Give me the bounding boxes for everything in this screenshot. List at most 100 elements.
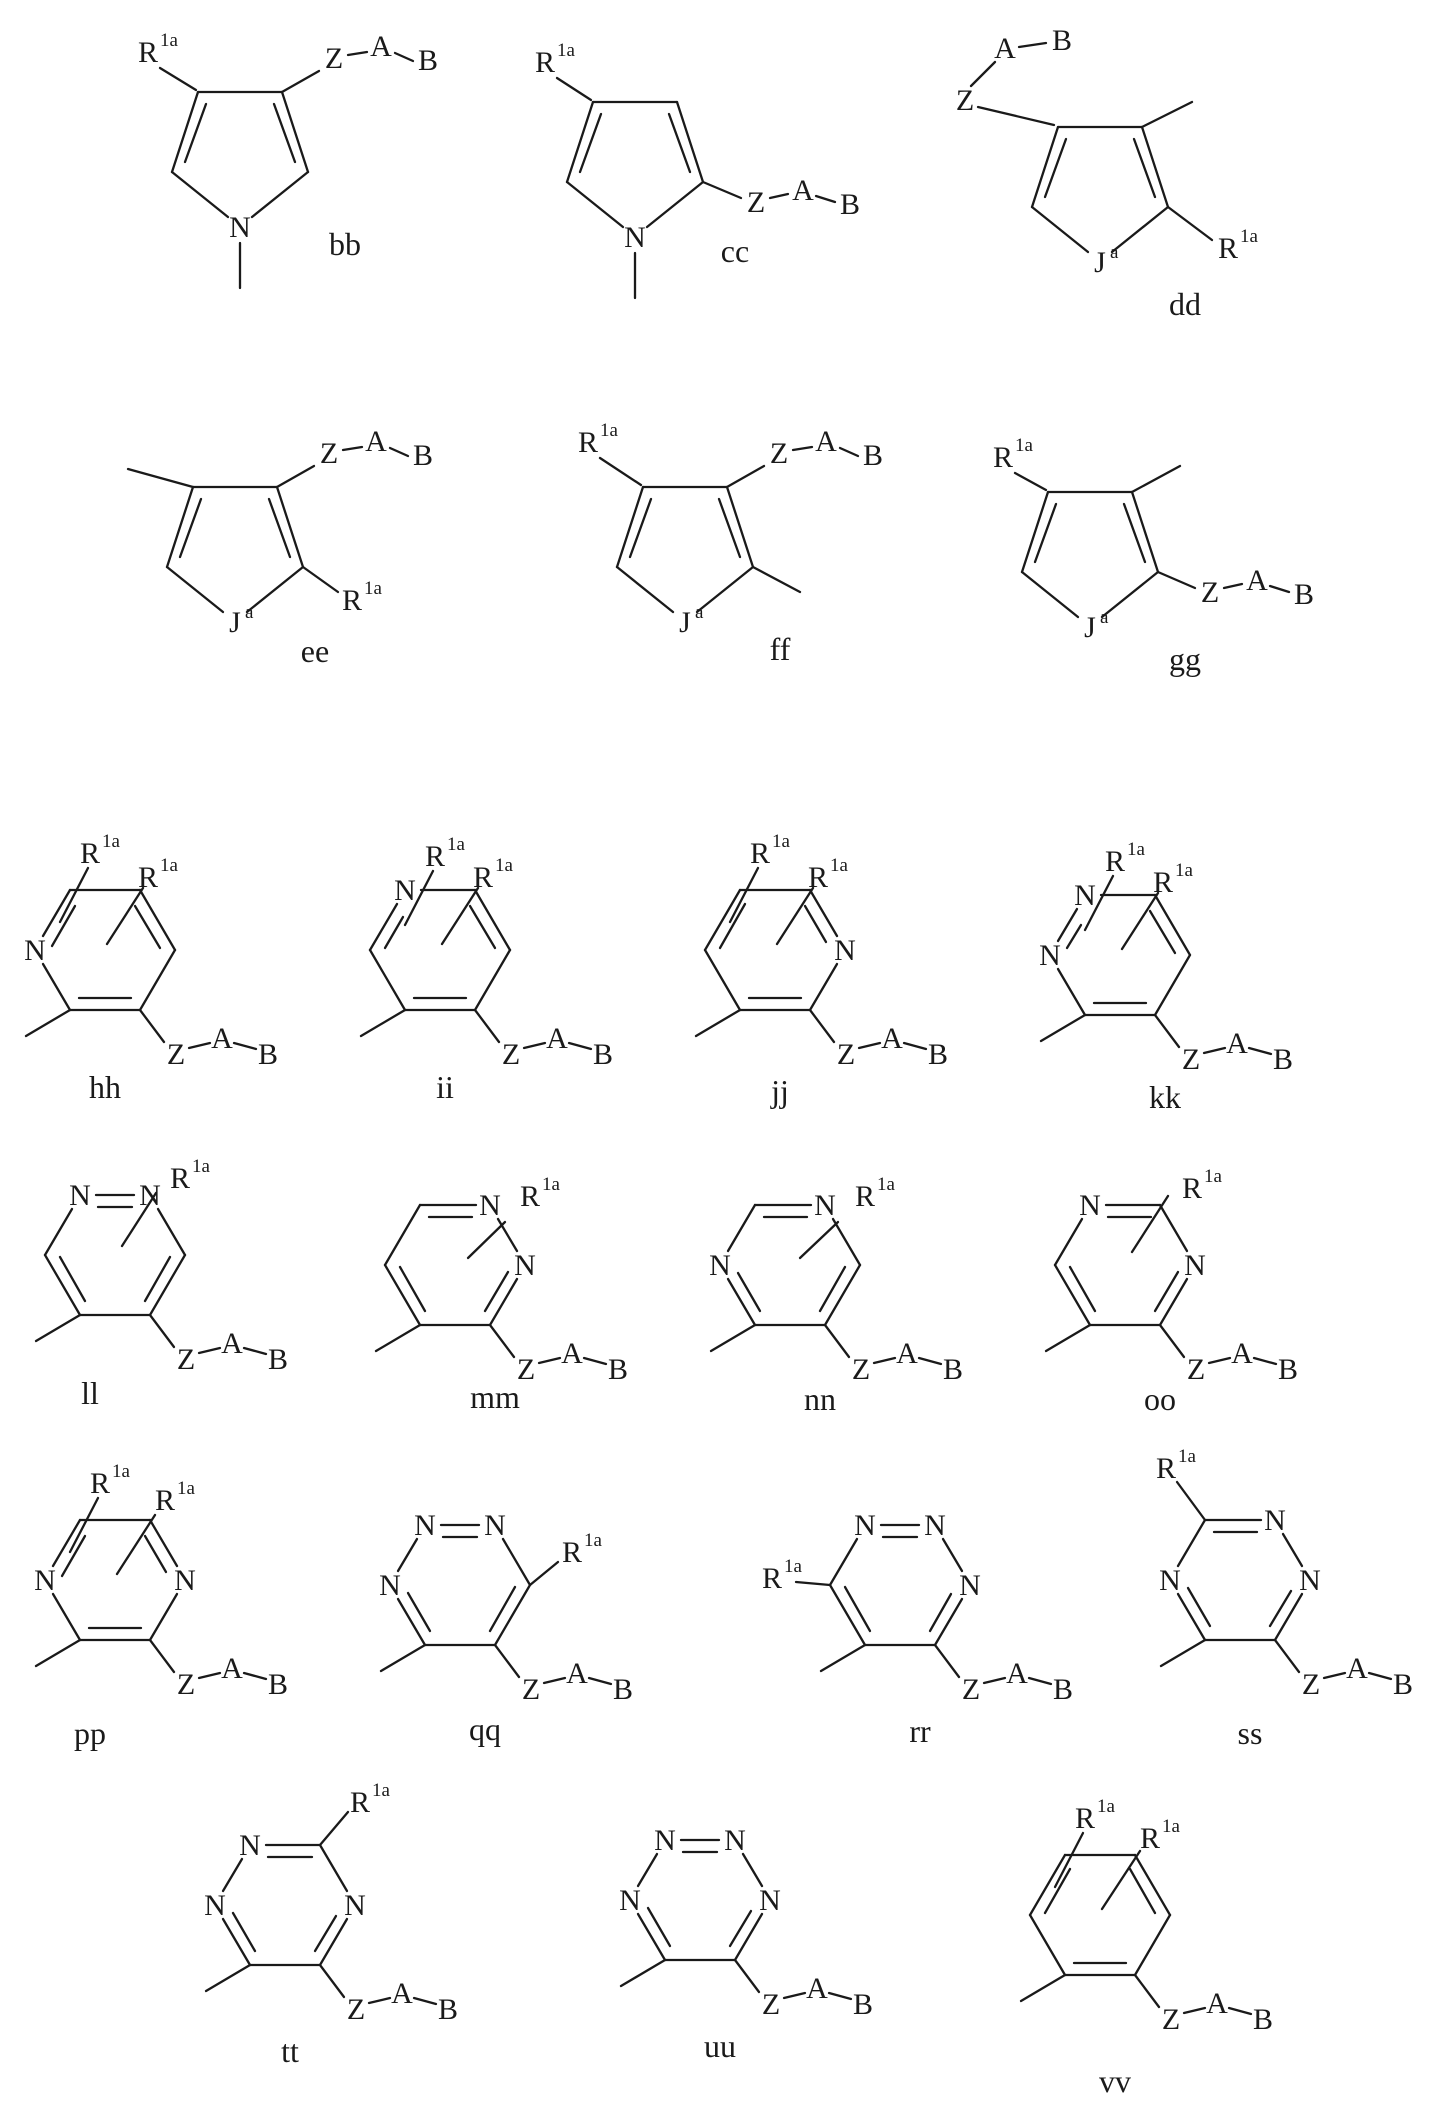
- atom-n: N: [239, 1829, 261, 1862]
- linker-a: A: [546, 1022, 568, 1055]
- atom-n: N: [624, 221, 646, 254]
- structure-mm: N N R 1a Z A B mm: [374, 1174, 628, 1415]
- superscript-1a: 1a: [772, 831, 791, 852]
- substituent-r1a: R: [425, 840, 445, 873]
- superscript-1a: 1a: [557, 40, 576, 61]
- structure-label-kk: kk: [1149, 1079, 1181, 1115]
- atom-n: N: [854, 1509, 876, 1542]
- atom-n: N: [229, 211, 251, 244]
- superscript-a: a: [1110, 242, 1119, 263]
- linker-a: A: [994, 32, 1016, 65]
- ring-and-bonds: [1039, 874, 1273, 1056]
- ring-and-bonds: [204, 1810, 438, 2006]
- superscript-1a: 1a: [830, 855, 849, 876]
- linker-z: Z: [1302, 1668, 1320, 1701]
- substituent-r1a: R: [520, 1180, 540, 1213]
- ring-and-bonds: [555, 76, 837, 300]
- linker-a: A: [806, 1972, 828, 2005]
- substituent-r1a: R: [155, 1484, 175, 1517]
- ring-and-bonds: [359, 869, 593, 1051]
- structure-label-oo: oo: [1144, 1381, 1176, 1417]
- substituent-r1a: R: [342, 584, 362, 617]
- superscript-1a: 1a: [1204, 1166, 1223, 1187]
- structure-cc: N R 1a Z A B cc: [535, 40, 860, 300]
- linker-z: Z: [770, 437, 788, 470]
- ring-and-bonds: [794, 1523, 1053, 1686]
- superscript-1a: 1a: [102, 831, 121, 852]
- atom-n: N: [959, 1569, 981, 1602]
- substituent-r1a: R: [855, 1180, 875, 1213]
- linker-z: Z: [1182, 1043, 1200, 1076]
- superscript-1a: 1a: [372, 1780, 391, 1801]
- atom-n: N: [724, 1824, 746, 1857]
- linker-z: Z: [1162, 2003, 1180, 2036]
- atom-n: N: [484, 1509, 506, 1542]
- superscript-1a: 1a: [1015, 435, 1034, 456]
- linker-b: B: [268, 1668, 288, 1701]
- superscript-1a: 1a: [1175, 860, 1194, 881]
- atom-n: N: [514, 1249, 536, 1282]
- linker-z: Z: [517, 1353, 535, 1386]
- linker-b: B: [1052, 24, 1072, 57]
- linker-a: A: [561, 1337, 583, 1370]
- ring-and-bonds: [1159, 1480, 1393, 1681]
- linker-z: Z: [320, 437, 338, 470]
- superscript-1a: 1a: [112, 1461, 131, 1482]
- atom-n: N: [1079, 1189, 1101, 1222]
- structure-label-nn: nn: [804, 1381, 836, 1417]
- ring-and-bonds: [158, 50, 415, 290]
- linker-a: A: [1231, 1337, 1253, 1370]
- linker-z: Z: [177, 1668, 195, 1701]
- ring-and-bonds: [374, 1203, 608, 1366]
- linker-b: B: [1393, 1668, 1413, 1701]
- ring-heteroatom-j: J: [679, 606, 691, 639]
- linker-b: B: [1278, 1353, 1298, 1386]
- linker-a: A: [881, 1022, 903, 1055]
- atom-n: N: [414, 1509, 436, 1542]
- linker-z: Z: [347, 1993, 365, 2026]
- structure-oo: N N R 1a Z A B oo: [1044, 1166, 1298, 1417]
- ring-and-bonds: [34, 1191, 268, 1356]
- substituent-r1a: R: [578, 426, 598, 459]
- superscript-1a: 1a: [160, 855, 179, 876]
- structure-hh: N R 1a R 1a Z A B hh: [24, 831, 278, 1105]
- linker-a: A: [896, 1337, 918, 1370]
- structure-bb: N R 1a Z A B bb: [138, 30, 438, 290]
- superscript-1a: 1a: [877, 1174, 896, 1195]
- ring-and-bonds: [379, 1523, 613, 1686]
- structure-label-ii: ii: [436, 1069, 454, 1105]
- structure-label-ee: ee: [301, 633, 329, 669]
- superscript-1a: 1a: [1178, 1446, 1197, 1467]
- atom-n: N: [619, 1884, 641, 1917]
- superscript-1a: 1a: [495, 855, 514, 876]
- substituent-r1a: R: [90, 1467, 110, 1500]
- linker-b: B: [1253, 2003, 1273, 2036]
- structure-label-hh: hh: [89, 1069, 121, 1105]
- superscript-1a: 1a: [1127, 839, 1146, 860]
- substituent-r1a: R: [1105, 845, 1125, 878]
- substituent-r1a: R: [473, 861, 493, 894]
- substituent-r1a: R: [1075, 1802, 1095, 1835]
- structure-jj: N R 1a R 1a Z A B jj: [694, 831, 948, 1109]
- atom-n: N: [34, 1564, 56, 1597]
- linker-a: A: [815, 425, 837, 458]
- linker-a: A: [792, 174, 814, 207]
- linker-b: B: [593, 1038, 613, 1071]
- substituent-r1a: R: [1153, 866, 1173, 899]
- structure-ll: N N R 1a Z A B ll: [34, 1156, 288, 1411]
- linker-a: A: [370, 30, 392, 63]
- linker-b: B: [258, 1038, 278, 1071]
- linker-b: B: [438, 1993, 458, 2026]
- superscript-1a: 1a: [784, 1556, 803, 1577]
- structure-label-qq: qq: [469, 1711, 501, 1747]
- ring-and-bonds: [694, 866, 928, 1051]
- linker-b: B: [863, 439, 883, 472]
- linker-z: Z: [956, 84, 974, 117]
- superscript-1a: 1a: [1240, 226, 1259, 247]
- atom-n: N: [24, 934, 46, 967]
- linker-b: B: [840, 188, 860, 221]
- linker-z: Z: [837, 1038, 855, 1071]
- structure-label-gg: gg: [1169, 641, 1201, 677]
